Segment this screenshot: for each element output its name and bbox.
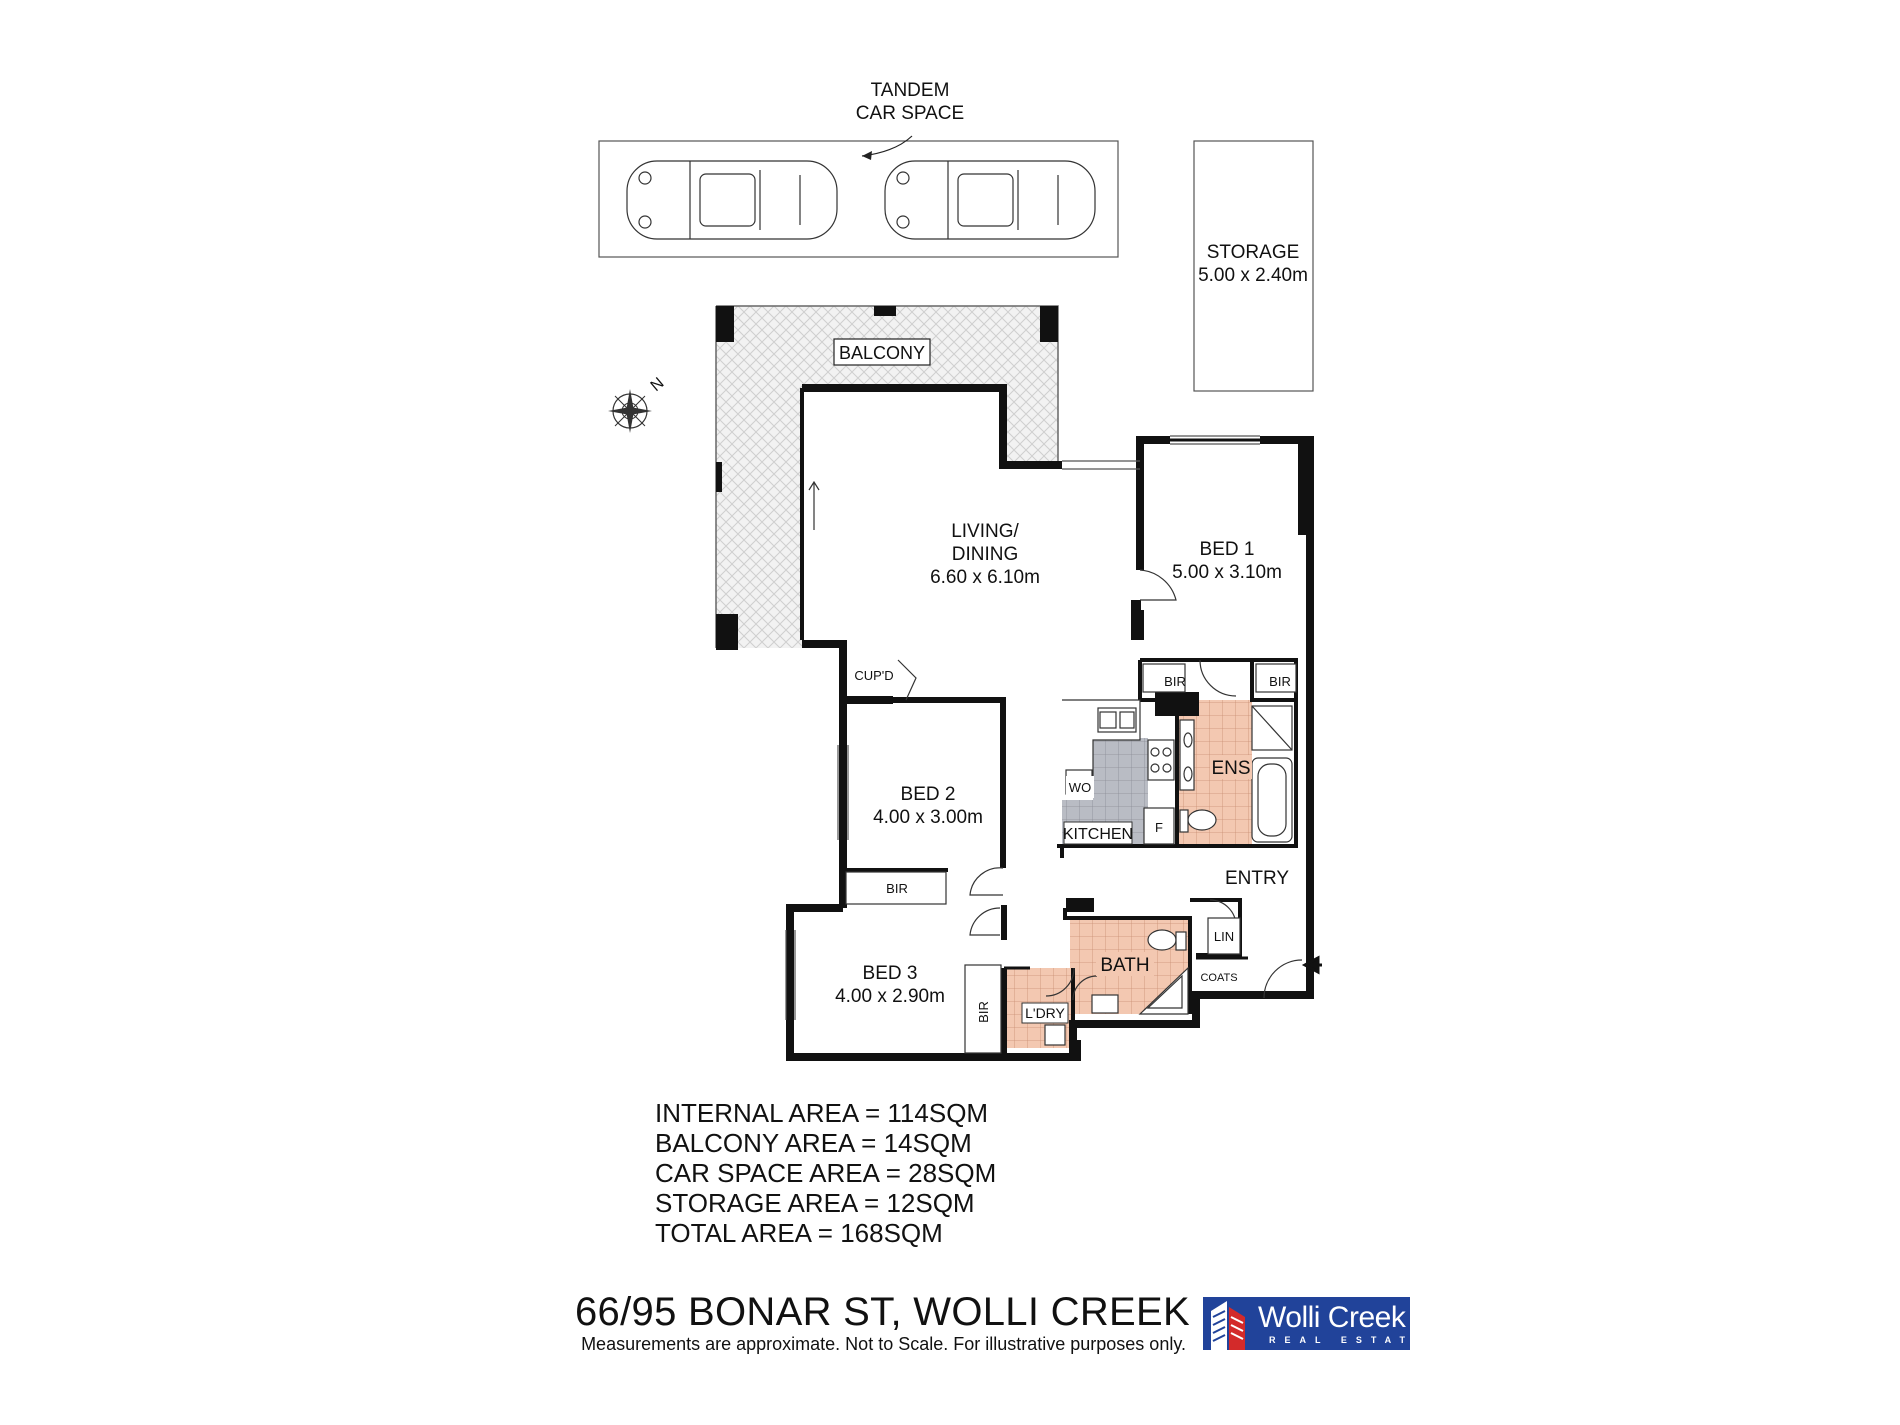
lin-label: LIN	[1214, 929, 1234, 944]
storage-area: STORAGE AREA = 12SQM	[655, 1188, 975, 1218]
logo-tagline: REAL ESTATE	[1269, 1335, 1410, 1345]
bed3-label: BED 3	[863, 963, 918, 984]
kitchen-floor	[1062, 738, 1148, 846]
property-address: 66/95 BONAR ST, WOLLI CREEK	[575, 1290, 1190, 1334]
kitchen-label: KITCHEN	[1063, 826, 1133, 843]
balcony-area: BALCONY AREA = 14SQM	[655, 1128, 972, 1158]
bed3-size: 4.00 x 2.90m	[835, 986, 945, 1007]
logo-name: Wolli Creek	[1258, 1301, 1406, 1334]
internal-area: INTERNAL AREA = 114SQM	[655, 1098, 989, 1128]
doors	[897, 569, 1303, 1001]
ensuite-label: ENS	[1211, 758, 1250, 779]
cupd-label: CUP'D	[854, 668, 893, 683]
bed2-size: 4.00 x 3.00m	[873, 807, 983, 828]
car-space-label: TANDEM	[871, 80, 950, 101]
ensuite-fixtures	[1179, 705, 1293, 843]
car-space-label: CAR SPACE	[856, 103, 964, 124]
disclaimer: Measurements are approximate. Not to Sca…	[581, 1334, 1186, 1354]
living-label: LIVING/	[951, 521, 1019, 542]
bed2-label: BED 2	[901, 784, 956, 805]
storage: STORAGE 5.00 x 2.40m	[1193, 140, 1314, 392]
entry-arrow-icon	[1301, 955, 1322, 975]
bath-fixtures	[1044, 929, 1189, 1046]
storage-label: STORAGE	[1207, 242, 1300, 263]
bir-label: BIR	[1269, 674, 1291, 689]
north-label: N	[648, 375, 668, 395]
bir-label: BIR	[1164, 674, 1186, 689]
car-icon	[626, 160, 838, 240]
bir-label: BIR	[886, 881, 908, 896]
coats-label: COATS	[1200, 972, 1237, 984]
living-label: DINING	[952, 544, 1019, 565]
balcony: BALCONY	[715, 305, 1059, 650]
storage-size: 5.00 x 2.40m	[1198, 265, 1308, 286]
agency-logo: Wolli Creek REAL ESTATE	[1203, 1297, 1410, 1350]
balcony-label: BALCONY	[839, 343, 925, 363]
room-labels: LIVING/ DINING 6.60 x 6.10m BED 1 5.00 x…	[835, 521, 1291, 1024]
car-icon	[884, 160, 1096, 240]
windows	[785, 433, 1260, 1020]
bed1-label: BED 1	[1200, 539, 1255, 560]
entry-label: ENTRY	[1225, 868, 1289, 889]
living-size: 6.60 x 6.10m	[930, 567, 1040, 588]
laundry-label: L'DRY	[1025, 1005, 1065, 1021]
wo-label: WO	[1069, 780, 1091, 795]
bath-label: BATH	[1100, 955, 1149, 976]
bed1-size: 5.00 x 3.10m	[1172, 562, 1282, 583]
compass-icon: N	[608, 375, 667, 433]
total-area: TOTAL AREA = 168SQM	[655, 1218, 943, 1248]
bir-label: BIR	[976, 1001, 991, 1023]
car-space: TANDEM CAR SPACE	[598, 80, 1119, 258]
area-summary: INTERNAL AREA = 114SQM BALCONY AREA = 14…	[655, 1098, 996, 1248]
fridge-label: F	[1155, 820, 1163, 835]
building-icon	[1211, 1301, 1245, 1350]
car-space-area: CAR SPACE AREA = 28SQM	[655, 1158, 997, 1188]
